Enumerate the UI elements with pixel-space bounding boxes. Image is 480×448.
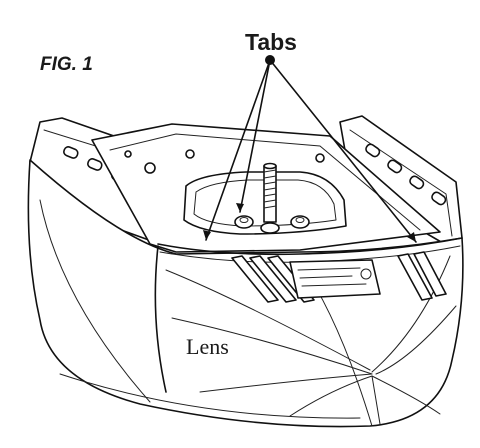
drive-shaft (263, 162, 277, 223)
tabs-callout-dot (265, 55, 275, 65)
tabs-callout-lines (203, 59, 417, 243)
lens-body (27, 159, 464, 428)
hex-nut-right (290, 215, 310, 229)
figure-label: FIG. 1 (40, 54, 93, 75)
hex-nut-left (234, 215, 254, 229)
vent-slots-right (397, 251, 447, 301)
product-label-sheet (289, 259, 381, 299)
tabs-callout-label: Tabs (245, 29, 297, 55)
hex-nut-center (260, 222, 280, 234)
lens-callout-label: Lens (186, 334, 229, 359)
